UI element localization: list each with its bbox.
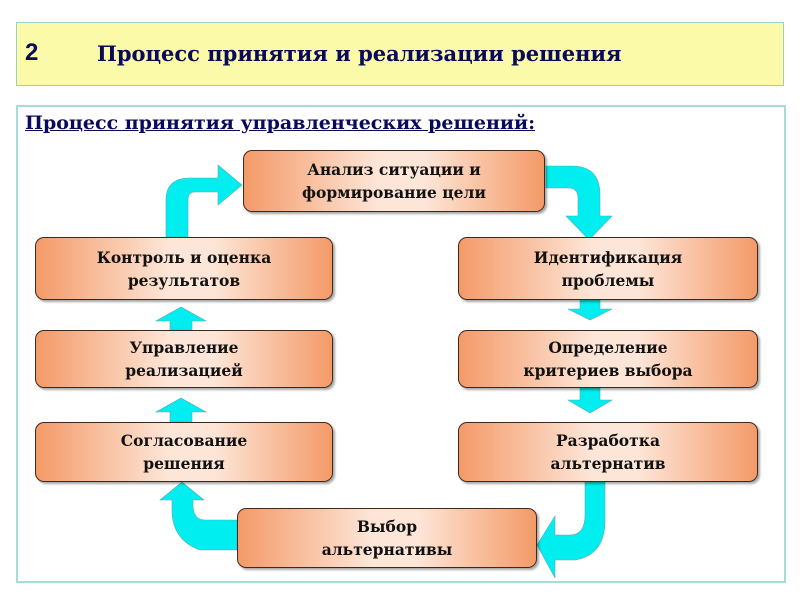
arrow-up-1	[154, 397, 208, 423]
arrow-up-2	[154, 306, 208, 331]
curved-arrow-up-right	[165, 164, 243, 238]
section-number: 2	[25, 39, 39, 66]
curved-arrow-left-up	[159, 481, 238, 551]
node-agreement: Согласование решения	[35, 422, 333, 482]
node-control: Контроль и оценка результатов	[35, 237, 333, 300]
diagram-subtitle: Процесс принятия управленческих решений:	[25, 112, 536, 134]
node-choice: Выбор альтернативы	[237, 508, 537, 568]
node-management: Управление реализацией	[35, 330, 333, 388]
content-frame	[16, 105, 786, 583]
arrow-down-2	[566, 387, 614, 414]
node-identification: Идентификация проблемы	[458, 237, 758, 300]
arrow-down-1	[567, 299, 613, 321]
title-banner: 2 Процесс принятия и реализации решения	[16, 22, 784, 86]
node-criteria: Определение критериев выбора	[458, 330, 758, 388]
curved-arrow-right-down	[545, 165, 613, 241]
page-title: Процесс принятия и реализации решения	[97, 41, 622, 66]
curved-arrow-down-left	[536, 481, 606, 579]
node-alternatives: Разработка альтернатив	[458, 422, 758, 482]
node-analysis: Анализ ситуации и формирование цели	[243, 150, 545, 212]
